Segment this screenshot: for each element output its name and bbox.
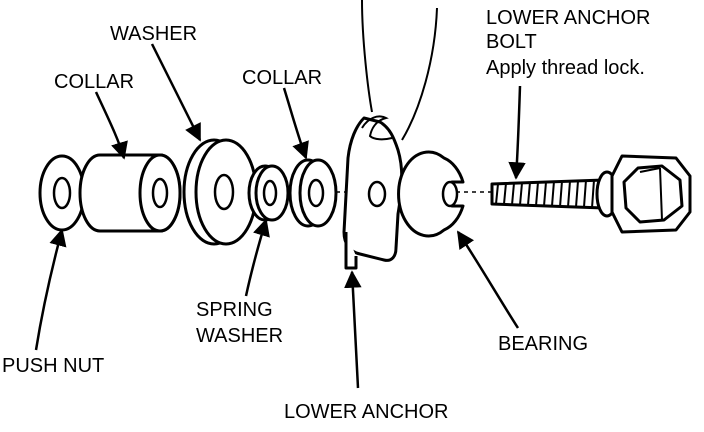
leader-bearing bbox=[456, 230, 520, 329]
label-bolt-line1: LOWER ANCHOR bbox=[486, 7, 650, 29]
leader-collar-center bbox=[282, 87, 309, 160]
label-bolt-line2: BOLT bbox=[486, 31, 537, 53]
leader-bolt bbox=[508, 85, 526, 180]
washer bbox=[182, 138, 258, 246]
spring-washer bbox=[247, 164, 290, 222]
label-washer: WASHER bbox=[110, 23, 197, 45]
leader-lines bbox=[34, 43, 526, 389]
label-push-nut: PUSH NUT bbox=[2, 355, 104, 377]
collar-center bbox=[288, 158, 338, 228]
bearing bbox=[397, 150, 465, 238]
leader-push-nut bbox=[34, 228, 67, 351]
label-thread-lock: Apply thread lock. bbox=[486, 57, 645, 79]
leader-spring-washer bbox=[244, 218, 270, 297]
lower-anchor-bracket bbox=[342, 115, 404, 270]
label-collar-center: COLLAR bbox=[242, 67, 322, 89]
labels: WASHER COLLAR COLLAR LOWER ANCHOR BOLT A… bbox=[2, 7, 650, 423]
leader-washer bbox=[150, 43, 202, 142]
label-lower-anchor: LOWER ANCHOR bbox=[284, 401, 448, 423]
label-bearing: BEARING bbox=[498, 333, 588, 355]
push-nut bbox=[38, 154, 86, 232]
lower-anchor-bolt bbox=[490, 154, 692, 234]
label-collar-left: COLLAR bbox=[54, 71, 134, 93]
leader-collar-left bbox=[94, 91, 128, 160]
collar-left bbox=[78, 153, 182, 233]
label-spring-line2: WASHER bbox=[196, 325, 283, 347]
leader-lower-anchor bbox=[344, 270, 362, 389]
belt-strap bbox=[361, 0, 438, 141]
label-spring-line1: SPRING bbox=[196, 299, 273, 321]
